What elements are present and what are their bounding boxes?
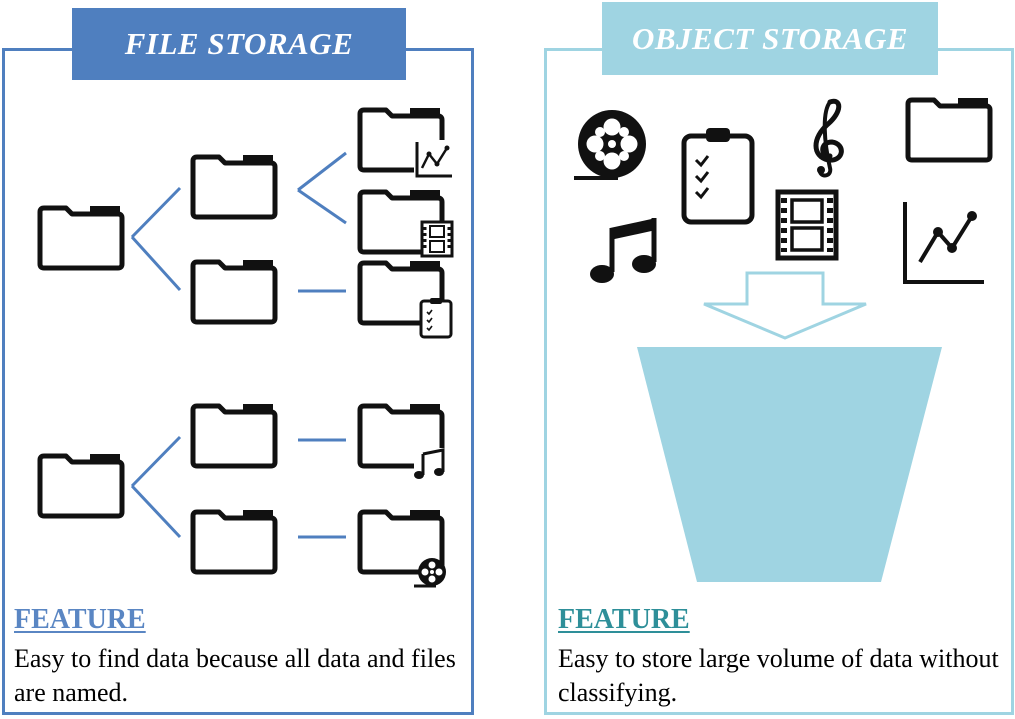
object-storage-title: OBJECT STORAGE xyxy=(602,2,938,75)
storage-bucket xyxy=(637,347,942,582)
folder-icon xyxy=(193,510,275,572)
file-storage-title: FILE STORAGE xyxy=(72,8,406,80)
object-pool xyxy=(574,98,990,582)
tree-connectors xyxy=(130,151,347,539)
object-storage-feature-label: FEATURE xyxy=(558,604,690,635)
file-tree xyxy=(40,108,454,588)
folder-music-leaf xyxy=(360,404,446,480)
clipboard-icon xyxy=(681,128,755,225)
chart-icon xyxy=(903,202,984,284)
object-storage-feature-text: Easy to store large volume of data witho… xyxy=(558,644,999,707)
clipboard-icon xyxy=(419,298,453,339)
chart-icon xyxy=(414,140,452,178)
folder-icon xyxy=(908,98,990,160)
film-reel-icon xyxy=(574,110,646,180)
music-note-icon xyxy=(414,448,446,480)
folder-icon xyxy=(193,404,275,466)
folder-chart-leaf xyxy=(360,108,452,178)
folder-reel-leaf xyxy=(360,510,446,588)
film-reel-icon xyxy=(414,558,446,588)
folder-film-leaf xyxy=(360,190,454,258)
film-strip-icon xyxy=(420,220,454,258)
file-storage-feature-text: Easy to find data because all data and f… xyxy=(14,644,456,707)
folder-icon xyxy=(40,454,122,516)
file-storage-feature-label: FEATURE xyxy=(14,604,146,635)
music-note-icon xyxy=(590,218,657,283)
film-strip-icon xyxy=(775,189,839,261)
treble-clef-icon xyxy=(813,98,844,178)
folder-icon xyxy=(193,155,275,217)
down-arrow-icon xyxy=(703,271,867,340)
folder-icon xyxy=(193,260,275,322)
folder-icon xyxy=(40,206,122,268)
folder-clipboard-leaf xyxy=(360,261,453,339)
